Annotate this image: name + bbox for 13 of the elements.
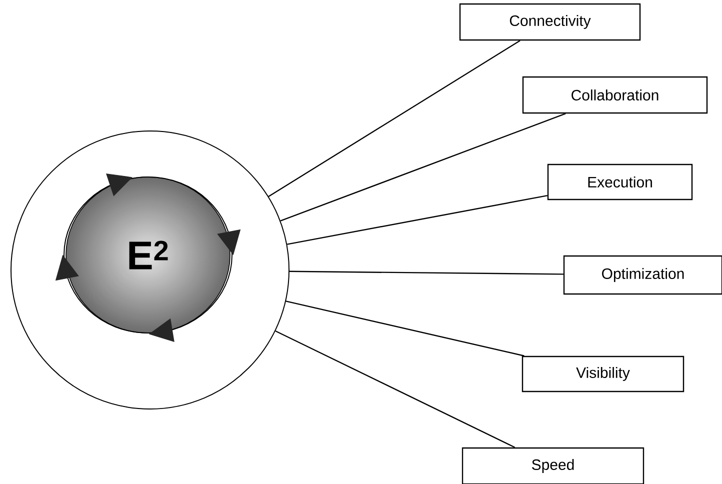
label-box: Connectivity	[459, 3, 641, 41]
connector-line	[275, 330, 516, 448]
outer-ring	[10, 130, 290, 410]
label-box: Collaboration	[522, 76, 708, 114]
label-box: Speed	[462, 447, 644, 484]
connector-line	[289, 270, 564, 275]
connector-line	[268, 40, 520, 197]
connector-line	[286, 300, 524, 356]
label-box: Optimization	[563, 255, 722, 295]
label-box: Visibility	[522, 356, 684, 392]
connector-line	[280, 113, 566, 222]
label-box: Execution	[547, 164, 693, 200]
connector-line	[287, 194, 548, 245]
